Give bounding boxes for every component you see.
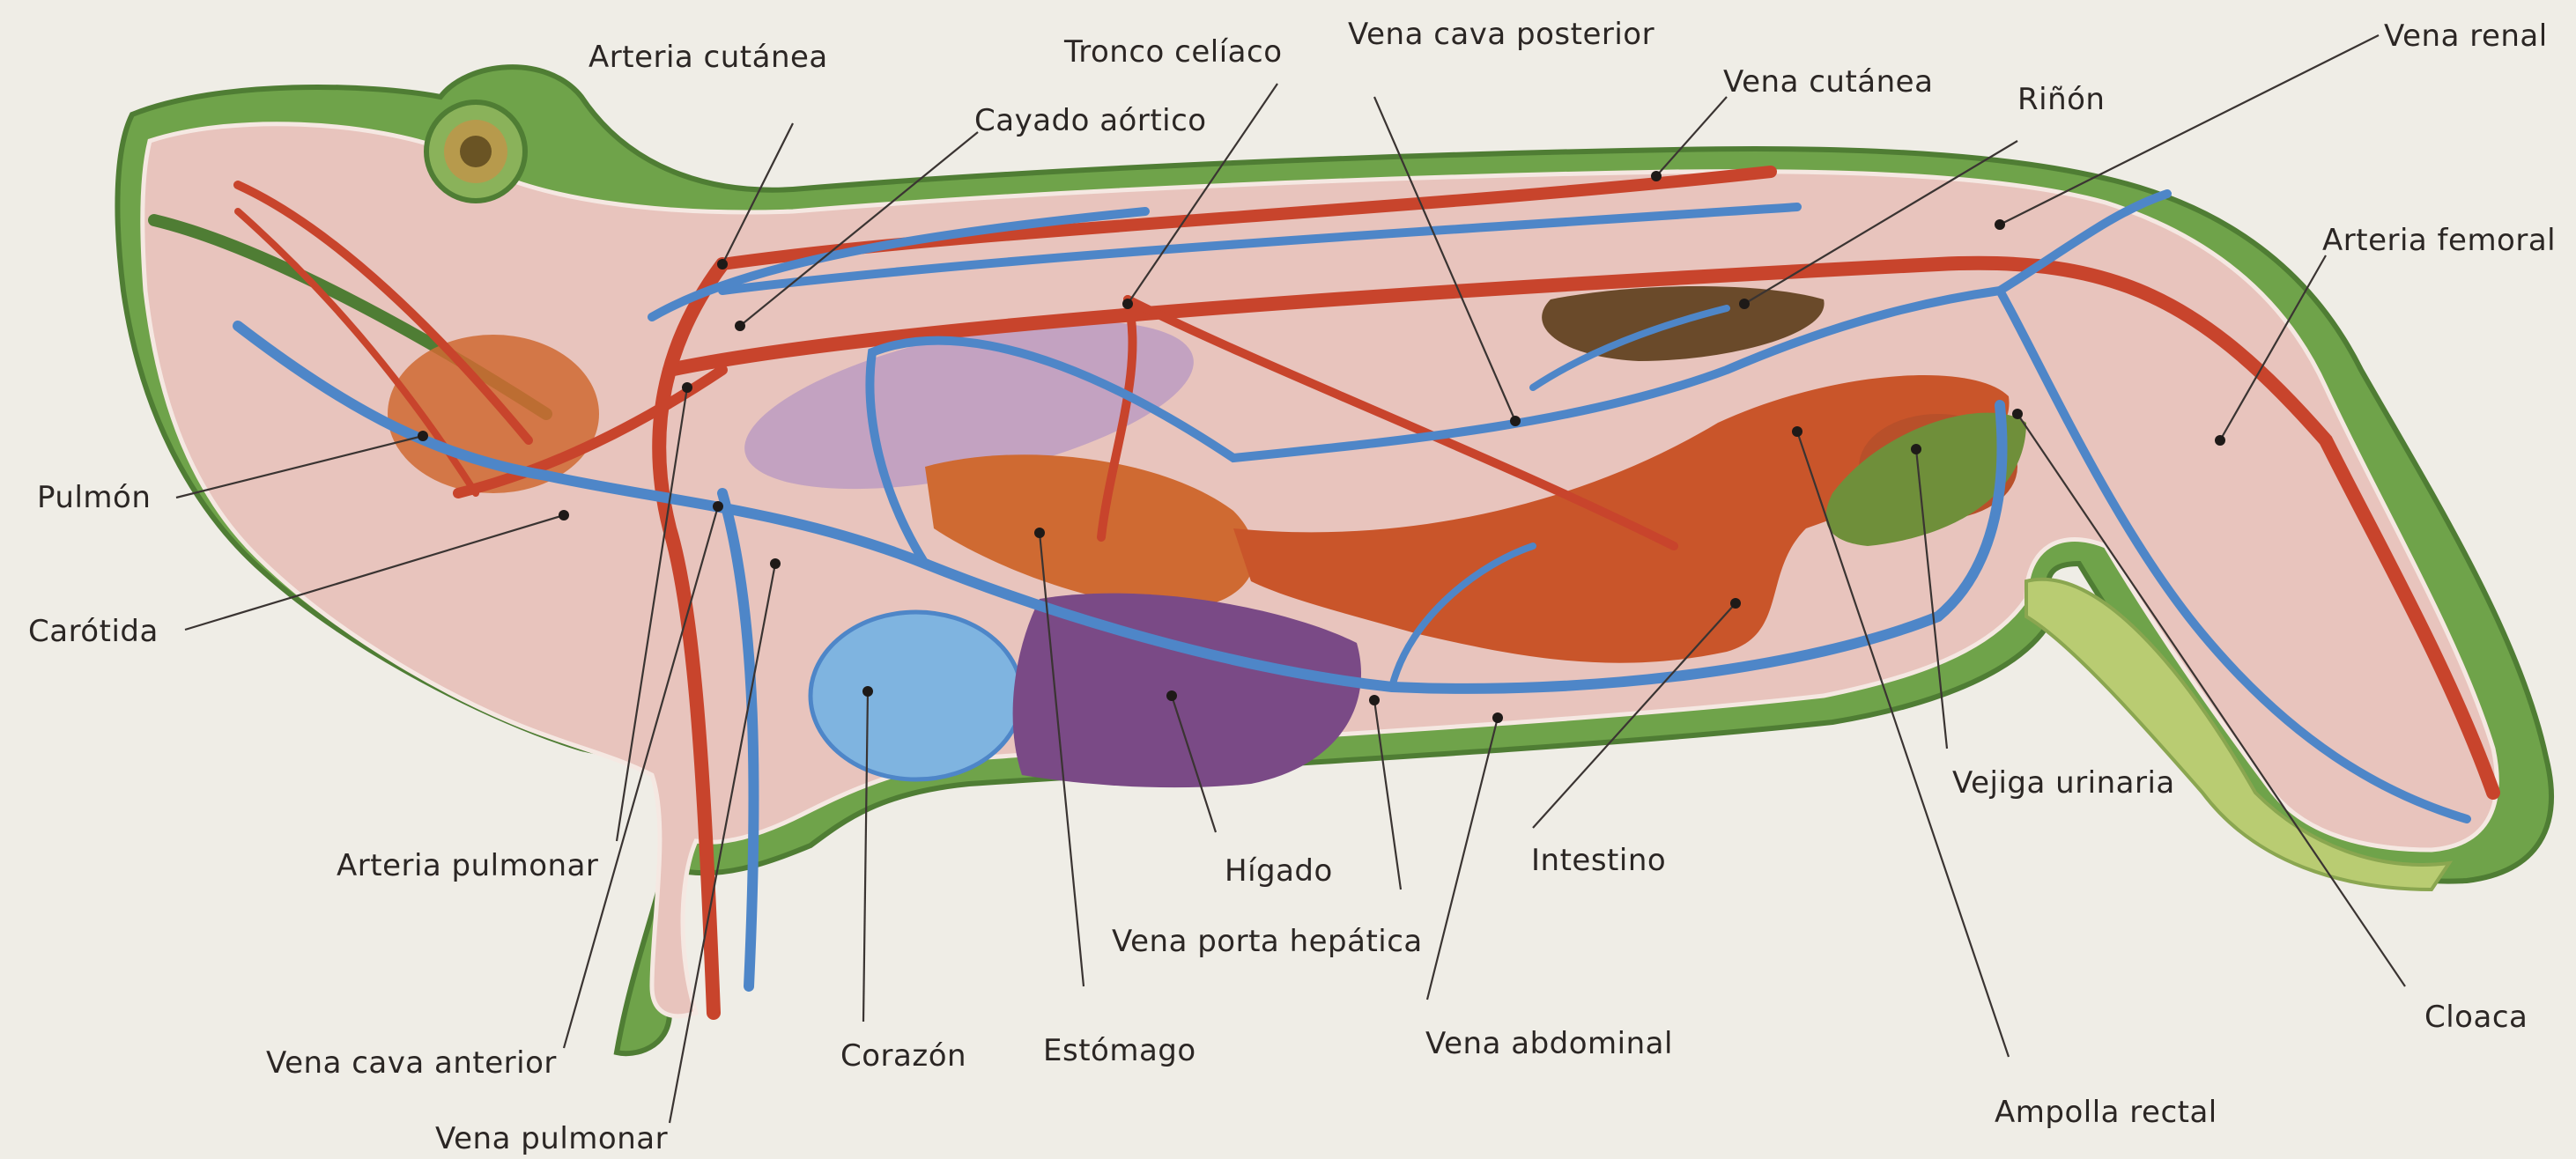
label-estomago: Estómago: [1043, 1036, 1196, 1066]
label-cloaca: Cloaca: [2424, 1002, 2528, 1032]
label-higado: Hígado: [1225, 856, 1333, 886]
label-corazon: Corazón: [840, 1041, 966, 1071]
label-vena-cava-posterior: Vena cava posterior: [1348, 19, 1654, 49]
label-ampolla-rectal: Ampolla rectal: [1995, 1097, 2217, 1127]
label-arteria-femoral: Arteria femoral: [2322, 225, 2556, 255]
label-vena-abdominal: Vena abdominal: [1425, 1029, 1673, 1059]
label-vena-cava-anterior: Vena cava anterior: [266, 1048, 557, 1078]
label-vena-porta-hepatica: Vena porta hepática: [1112, 926, 1423, 956]
label-cayado-aortico: Cayado aórtico: [974, 106, 1207, 136]
label-intestino: Intestino: [1531, 845, 1666, 875]
heart: [811, 612, 1022, 779]
label-pulmon: Pulmón: [37, 483, 151, 513]
label-vena-cutanea: Vena cutánea: [1723, 67, 1933, 97]
label-carotida: Carótida: [28, 616, 159, 646]
label-arteria-pulmonar: Arteria pulmonar: [337, 851, 598, 881]
label-arteria-cutanea: Arteria cutánea: [588, 42, 828, 72]
label-vejiga-urinaria: Vejiga urinaria: [1952, 768, 2175, 798]
label-vena-renal: Vena renal: [2384, 21, 2548, 51]
label-vena-pulmonar: Vena pulmonar: [435, 1124, 668, 1154]
label-tronco-celiaco: Tronco celíaco: [1064, 37, 1283, 67]
label-rinon: Riñón: [2017, 85, 2105, 114]
